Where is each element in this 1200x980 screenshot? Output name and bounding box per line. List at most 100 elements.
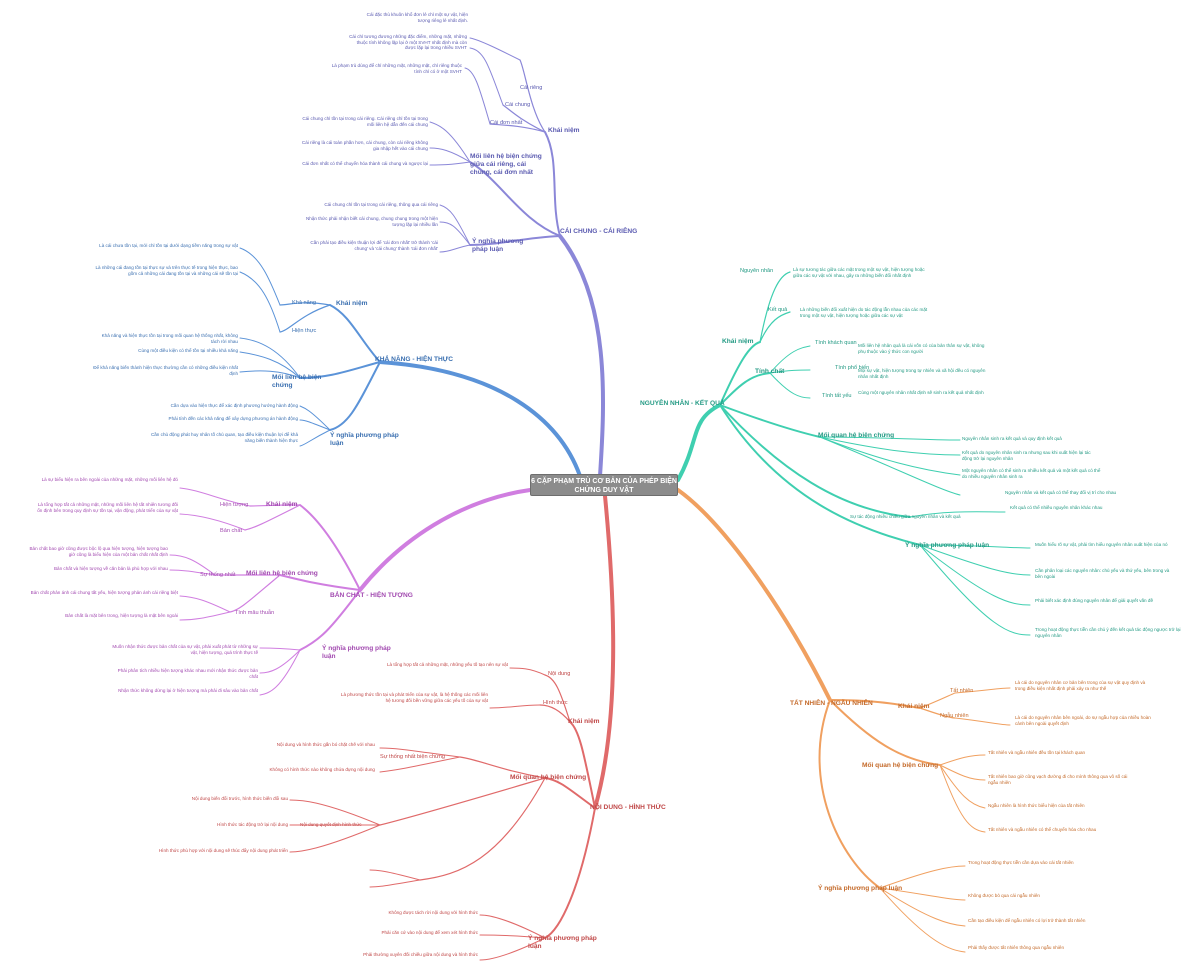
pink-y-nghia[interactable]: Ý nghĩa phương pháp luận xyxy=(322,645,391,661)
red-text-10: Phải căn cứ vào nội dung để xem xét hình… xyxy=(381,930,478,935)
red-khai-niem[interactable]: Khái niệm xyxy=(568,718,600,725)
purple-text-7: Cái chung chỉ tồn tại trong cái riêng, t… xyxy=(324,202,438,207)
blue-text-5: Để khả năng biến thành hiện thực thường … xyxy=(93,365,238,376)
topic-tat-nhien-ngau-nhien[interactable]: TẤT NHIÊN - NGẪU NHIÊN xyxy=(790,700,873,707)
teal-text-7: Kết quả do nguyên nhân sinh ra nhưng sau… xyxy=(962,450,1091,461)
purple-text-9: Cần phải tạo điều kiện thuận lợi để 'cái… xyxy=(310,240,438,251)
purple-cai-don-nhat[interactable]: Cái đơn nhất xyxy=(490,120,523,126)
pink-khai-niem[interactable]: Khái niệm xyxy=(266,501,298,508)
teal-tinh-chat[interactable]: Tính chất xyxy=(755,368,785,375)
teal-tc-tat-yeu[interactable]: Tính tất yếu xyxy=(822,393,852,399)
topic-noi-dung-hinh-thuc[interactable]: NỘI DUNG - HÌNH THỨC xyxy=(590,804,666,811)
purple-text-2: Cái chỉ tương đương những đặc điểm, nhữn… xyxy=(349,34,467,51)
teal-text-2: Là những biến đổi xuất hiện do tác động … xyxy=(800,307,928,318)
teal-ket-qua[interactable]: Kết quả xyxy=(768,307,788,313)
purple-cai-rieng[interactable]: Cái riêng xyxy=(520,85,543,91)
orange-text-1: Là cái do nguyên nhân cơ bản bên trong c… xyxy=(1015,680,1146,691)
teal-y-nghia[interactable]: Ý nghĩa phương pháp luận xyxy=(905,542,990,549)
topic-cai-chung-cai-rieng[interactable]: CÁI CHUNG - CÁI RIÊNG xyxy=(560,228,638,235)
teal-text-4: Mọi sự vật, hiện tượng trong tự nhiên và… xyxy=(858,368,986,379)
red-noi-dung[interactable]: Nội dung xyxy=(548,671,571,677)
red-text-4: Không có hình thức nào không chứa đựng n… xyxy=(269,767,375,772)
purple-text-6: Cái đơn nhất có thể chuyển hóa thành cái… xyxy=(302,161,428,166)
pink-mlh[interactable]: Mối liên hệ biện chứng xyxy=(246,570,318,577)
purple-mlh[interactable]: Mối liên hệ biện chứng giữa cái riêng, c… xyxy=(470,153,542,177)
red-text-7: Hình thức tác động trở lại nội dung xyxy=(217,822,288,827)
teal-nguyen-nhan[interactable]: Nguyên nhân xyxy=(740,268,774,274)
blue-text-7: Phải tính đến các khả năng để xây dựng p… xyxy=(168,416,298,421)
purple-text-5: Cái riêng là cái toàn phần hơn, cái chun… xyxy=(301,140,428,151)
teal-text-10: Kết quả có thể nhiều nguyên nhân khác nh… xyxy=(1010,505,1103,510)
red-y-nghia[interactable]: Ý nghĩa phương pháp luận xyxy=(528,935,597,951)
orange-text-8: Không được bỏ qua cái ngẫu nhiên xyxy=(968,893,1040,898)
pink-text-5: Bản chất phản ánh cái chung tất yếu, hiệ… xyxy=(30,590,178,595)
blue-mlh[interactable]: Mối liên hệ biện chứng xyxy=(272,374,322,390)
purple-y-nghia[interactable]: Ý nghĩa phương pháp luận xyxy=(472,238,524,254)
red-text-1: Là tổng hợp tất cả những mặt, những yếu … xyxy=(386,662,508,667)
teal-text-1: Là sự tương tác giữa các mặt trong một s… xyxy=(793,267,925,278)
purple-text-1: Cái đặc thù khuôn khổ đơn lẻ chỉ một sự … xyxy=(366,12,468,23)
red-text-5: Nội dung quyết định hình thức xyxy=(300,822,362,827)
teal-tc-khach-quan[interactable]: Tính khách quan xyxy=(815,340,857,346)
red-mlh[interactable]: Mối quan hệ biện chứng xyxy=(510,774,587,781)
red-text-6: Nội dung biến đổi trước, hình thức biến … xyxy=(191,796,288,801)
orange-text-3: Tất nhiên và ngẫu nhiên đều tồn tại khác… xyxy=(988,750,1086,755)
teal-tc-pho-bien[interactable]: Tính phổ biến xyxy=(835,365,870,371)
red-text-2: Là phương thức tồn tại và phát triển của… xyxy=(340,692,488,703)
purple-text-4: Cái chung chỉ tồn tại trong cái riêng. C… xyxy=(302,116,428,127)
branch-red xyxy=(593,494,616,810)
branch-blue xyxy=(378,360,582,478)
teal-text-5: Cùng một nguyên nhân nhất định sẽ sinh r… xyxy=(858,390,984,395)
pink-ban-chat[interactable]: Bản chất xyxy=(220,528,243,534)
topic-kha-nang-hien-thuc[interactable]: KHẢ NĂNG - HIỆN THỰC xyxy=(375,356,453,363)
central-topic[interactable]: 6 CẶP PHẠM TRÙ CƠ BẢN CỦA PHÉP BIỆN CHỨN… xyxy=(530,474,678,496)
pink-text-4: Bản chất và hiện tượng về căn bản là phù… xyxy=(53,566,168,571)
pink-text-2: Là tổng hợp tất cả những mặt, những mối … xyxy=(37,502,178,513)
red-su-thong-nhat[interactable]: Sự thống nhất biện chứng xyxy=(380,754,446,760)
orange-text-5: Ngẫu nhiên là hình thức biểu hiện của tấ… xyxy=(988,803,1085,808)
orange-y-nghia[interactable]: Ý nghĩa phương pháp luận xyxy=(818,885,903,892)
pink-text-3: Bản chất bao giờ cũng được bộc lộ qua hi… xyxy=(29,546,168,557)
purple-text-8: Nhận thức phải nhận biết cái chung, chun… xyxy=(305,216,438,227)
blue-text-4: Cùng một điều kiện có thể tồn tại nhiều … xyxy=(138,348,238,353)
pink-tinh-mau-thuan[interactable]: Tính mâu thuẫn xyxy=(235,610,275,616)
teal-mlh[interactable]: Mối quan hệ biện chứng xyxy=(818,432,895,439)
teal-text-8: Một nguyên nhân có thể sinh ra nhiều kết… xyxy=(962,468,1101,479)
blue-text-1: Là cái chưa tồn tại, mới chỉ tồn tại dướ… xyxy=(99,243,238,248)
blue-text-2: Là những cái đang tồn tại thực sự và trê… xyxy=(95,265,238,276)
orange-text-10: Phải thấy được tất nhiên thông qua ngẫu … xyxy=(968,945,1064,950)
topic-nguyen-nhan-ket-qua[interactable]: NGUYÊN NHÂN - KẾT QUẢ xyxy=(640,400,725,407)
teal-text-15: Trong hoạt động thực tiễn cần chú ý đến … xyxy=(1035,627,1181,638)
blue-khai-niem[interactable]: Khái niệm xyxy=(336,300,368,307)
orange-text-2: Là cái do nguyên nhân bên ngoài, do sự n… xyxy=(1015,715,1151,726)
pink-text-6: Bản chất là mặt bên trong, hiện tượng là… xyxy=(65,613,178,618)
orange-text-6: Tất nhiên và ngẫu nhiên có thể chuyển hó… xyxy=(988,827,1097,832)
red-text-3: Nội dung và hình thức gắn bó chặt chẽ vớ… xyxy=(276,742,375,747)
purple-khai-niem[interactable]: Khái niệm xyxy=(548,127,580,134)
red-hinh-thuc[interactable]: Hình thức xyxy=(543,700,568,706)
pink-hien-tuong[interactable]: Hiện tượng xyxy=(220,502,249,508)
branch-purple xyxy=(558,234,606,478)
blue-text-6: Cần dựa vào hiện thực để xác định phương… xyxy=(170,403,298,408)
blue-text-3: Khả năng và hiện thực tồn tại trong mối … xyxy=(101,333,238,344)
teal-text-9: Nguyên nhân và kết quả có thể thay đổi v… xyxy=(1005,490,1117,495)
purple-cai-chung[interactable]: Cái chung xyxy=(505,102,531,108)
purple-text-3: Là phạm trù dùng để chỉ những mặt, những… xyxy=(331,63,462,74)
blue-hien-thuc[interactable]: Hiện thực xyxy=(292,328,317,334)
orange-text-7: Trong hoạt động thực tiễn cần dựa vào cá… xyxy=(968,860,1074,865)
blue-kha-nang[interactable]: Khả năng xyxy=(292,300,316,306)
orange-khai-niem[interactable]: Khái niệm xyxy=(898,703,930,710)
blue-y-nghia[interactable]: Ý nghĩa phương pháp luận xyxy=(330,432,399,448)
teal-text-11: Sự tác động nhiều chiều giữa nguyên nhân… xyxy=(850,514,961,519)
branch-pink xyxy=(358,488,532,592)
topic-ban-chat-hien-tuong[interactable]: BẢN CHẤT - HIỆN TƯỢNG xyxy=(330,592,413,599)
pink-su-thong-nhat[interactable]: Sự thống nhất xyxy=(200,572,236,578)
orange-tat-nhien[interactable]: Tất nhiên xyxy=(950,688,974,694)
teal-text-13: Cần phân loại các nguyên nhân: chủ yếu v… xyxy=(1035,568,1170,579)
teal-khai-niem[interactable]: Khái niệm xyxy=(722,338,754,345)
orange-mlh[interactable]: Mối quan hệ biện chứng xyxy=(862,762,939,769)
orange-ngau-nhien[interactable]: Ngẫu nhiên xyxy=(940,713,969,719)
teal-text-6: Nguyên nhân sinh ra kết quả và quy định … xyxy=(962,436,1062,441)
red-text-9: Không được tách rời nội dung với hình th… xyxy=(388,910,478,915)
